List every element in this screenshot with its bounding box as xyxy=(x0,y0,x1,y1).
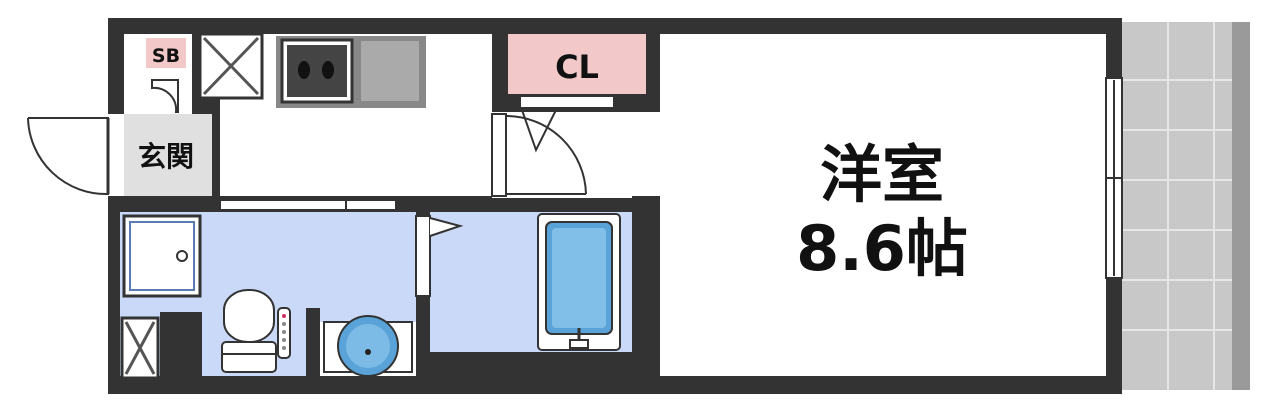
door-swing-icon xyxy=(415,215,464,297)
door-swing-icon xyxy=(151,79,179,113)
door-swing-icon xyxy=(491,113,587,197)
room-size-label: 8.6帖 xyxy=(796,212,968,285)
storage-x-icon xyxy=(120,316,160,380)
bathtub-icon xyxy=(537,213,621,351)
closet-label: CL xyxy=(555,48,599,86)
closet-area xyxy=(508,34,646,94)
main-room-floor xyxy=(660,34,1106,376)
entrance-label: 玄関 xyxy=(138,140,194,173)
sb-label-bg xyxy=(146,38,186,68)
washing-machine-icon xyxy=(122,214,202,298)
window-icon xyxy=(1105,77,1123,279)
toilet-icon xyxy=(221,289,291,373)
door-swing-icon xyxy=(27,114,124,196)
stove-icon xyxy=(276,36,426,108)
door-swing-icon xyxy=(519,95,615,153)
counter-line xyxy=(219,199,397,211)
balcony xyxy=(1122,22,1250,390)
shoe-box-label: SB xyxy=(152,45,180,67)
room-name-label: 洋室 xyxy=(820,138,944,211)
washbasin-icon xyxy=(323,315,413,377)
entrance-floor xyxy=(124,114,212,196)
storage-x-icon xyxy=(198,32,264,100)
